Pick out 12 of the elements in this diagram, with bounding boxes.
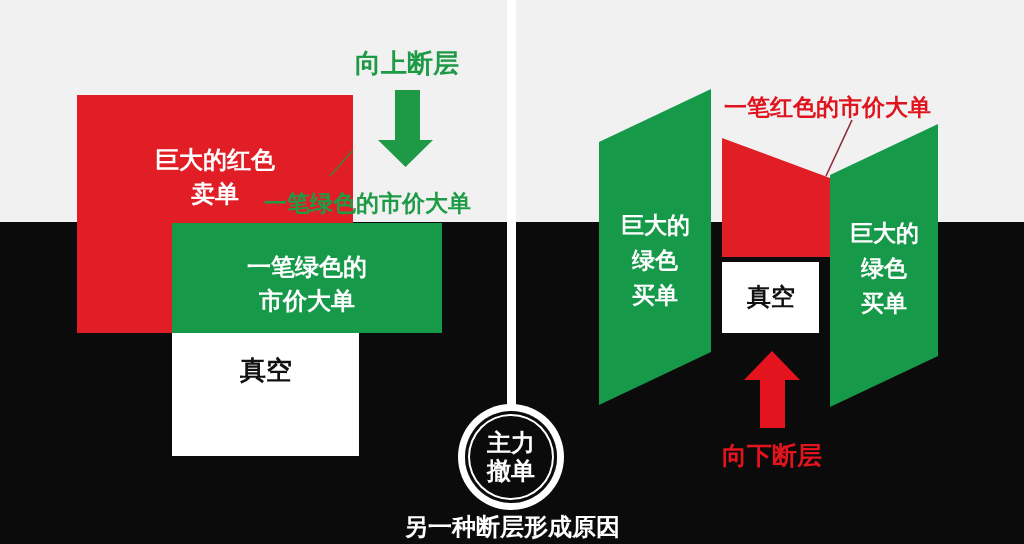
withdrawal-circle: 主力撤单 xyxy=(458,404,564,510)
fault-label: 向下断层 xyxy=(721,441,823,471)
callout-text: 一笔红色的市价大单 xyxy=(716,93,938,121)
leader-line xyxy=(329,149,354,177)
market-order-block: 一笔绿色的市价大单 xyxy=(172,223,442,333)
buy-order-block: 巨大的绿色买单 xyxy=(830,124,938,407)
fault-label: 向上断层 xyxy=(354,48,460,78)
caption-text: 另一种断层形成原因 xyxy=(403,512,621,542)
vacuum-box: 真空 xyxy=(172,333,359,456)
buy-order-block: 巨大的绿色买单 xyxy=(599,89,711,405)
vacuum-box: 真空 xyxy=(722,262,819,333)
leader-line xyxy=(825,119,853,177)
